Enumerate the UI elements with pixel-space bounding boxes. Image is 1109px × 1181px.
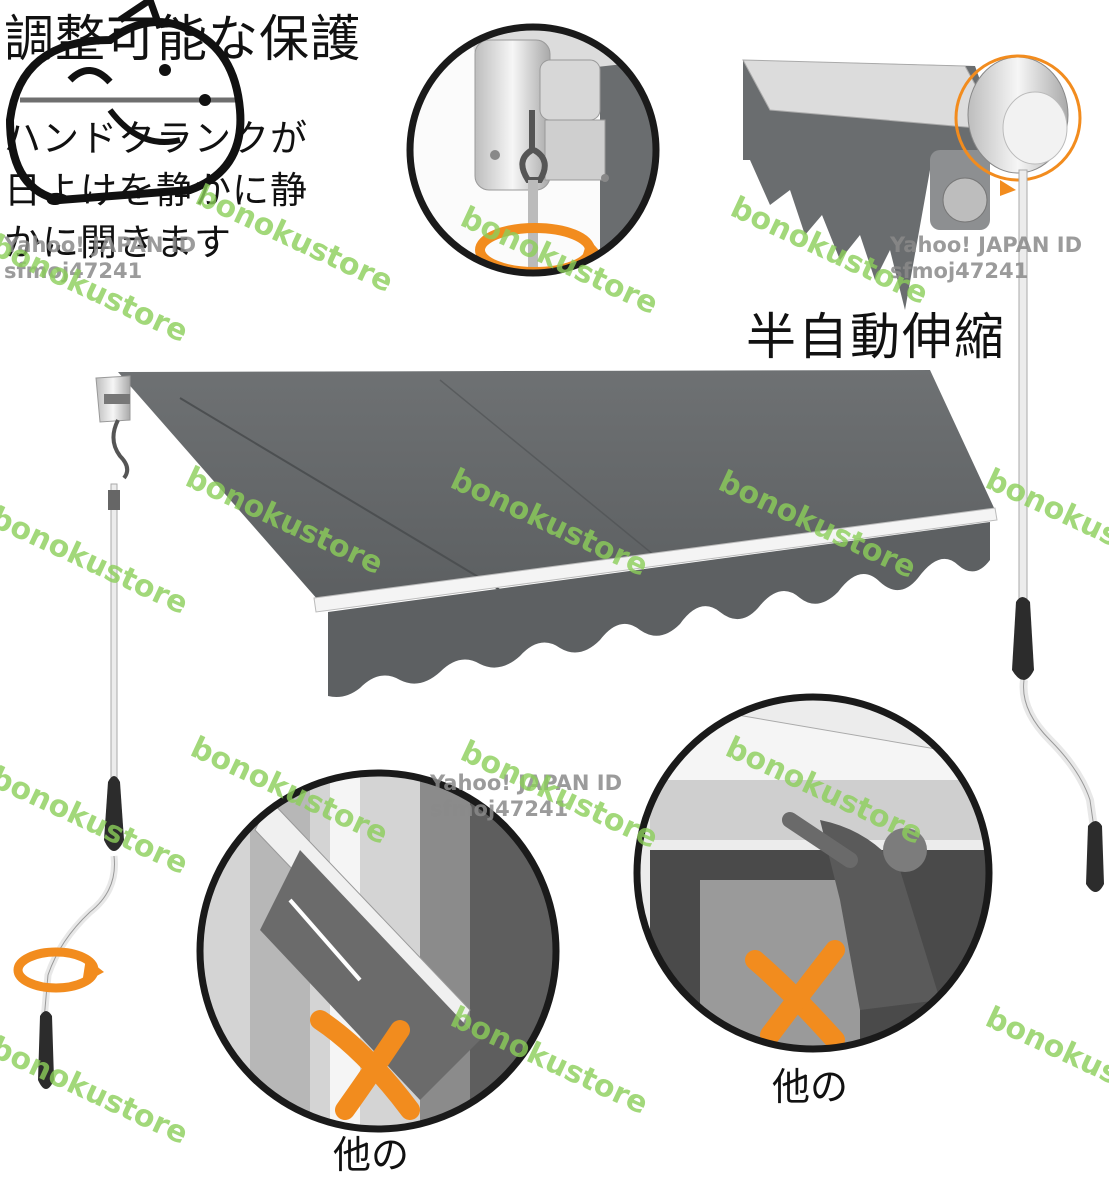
main-awning [13, 370, 998, 1089]
yahoo-id-line1: Yahoo! JAPAN ID [430, 771, 623, 795]
yahoo-id-line2: sfmoj47241 [890, 259, 1029, 283]
detail-circle-window [196, 769, 560, 1133]
cartoon-mascot-icon [5, 0, 245, 205]
cassette-detail [742, 54, 1104, 892]
heading-title: 調整可能な保護 [4, 10, 361, 68]
yahoo-id-line2: sfmoj47241 [430, 797, 569, 821]
heading-desc-line2: 日よけを静かに静 [4, 169, 308, 212]
detail-circle-worker [633, 693, 993, 1053]
crank-rod-left [110, 483, 118, 785]
cross-mark-icon [310, 1010, 420, 1120]
heading-desc-line3: かに開きます [4, 221, 232, 264]
crank-handle-right [1086, 821, 1104, 892]
yahoo-id-line1: Yahoo! JAPAN ID [4, 233, 197, 257]
yahoo-id-line2: sfmoj47241 [4, 259, 143, 283]
awning-canopy [118, 370, 995, 600]
yahoo-id-watermark: Yahoo! JAPAN ID sfmoj47241 [890, 232, 1082, 284]
rotate-arrow-icon [954, 54, 1082, 196]
yahoo-id-watermark: Yahoo! JAPAN ID sfmoj47241 [4, 232, 196, 284]
other-label-left: 他の [333, 1133, 410, 1177]
cross-mark-icon [745, 940, 845, 1049]
rotate-arrow-icon [13, 947, 104, 993]
heading-desc-line1: ハンドクランクが [4, 117, 308, 160]
yahoo-id-watermark: Yahoo! JAPAN ID sfmoj47241 [430, 770, 622, 822]
semi-auto-label: 半自動伸縮 [746, 308, 1006, 366]
awning-valance [328, 522, 990, 697]
yahoo-id-line1: Yahoo! JAPAN ID [890, 233, 1083, 257]
awning-front-bar [313, 507, 998, 613]
other-label-right: 他の [772, 1065, 849, 1109]
crank-grip-left [104, 776, 124, 851]
crank-grip-right [1012, 597, 1034, 680]
crank-handle-left [38, 1011, 54, 1089]
